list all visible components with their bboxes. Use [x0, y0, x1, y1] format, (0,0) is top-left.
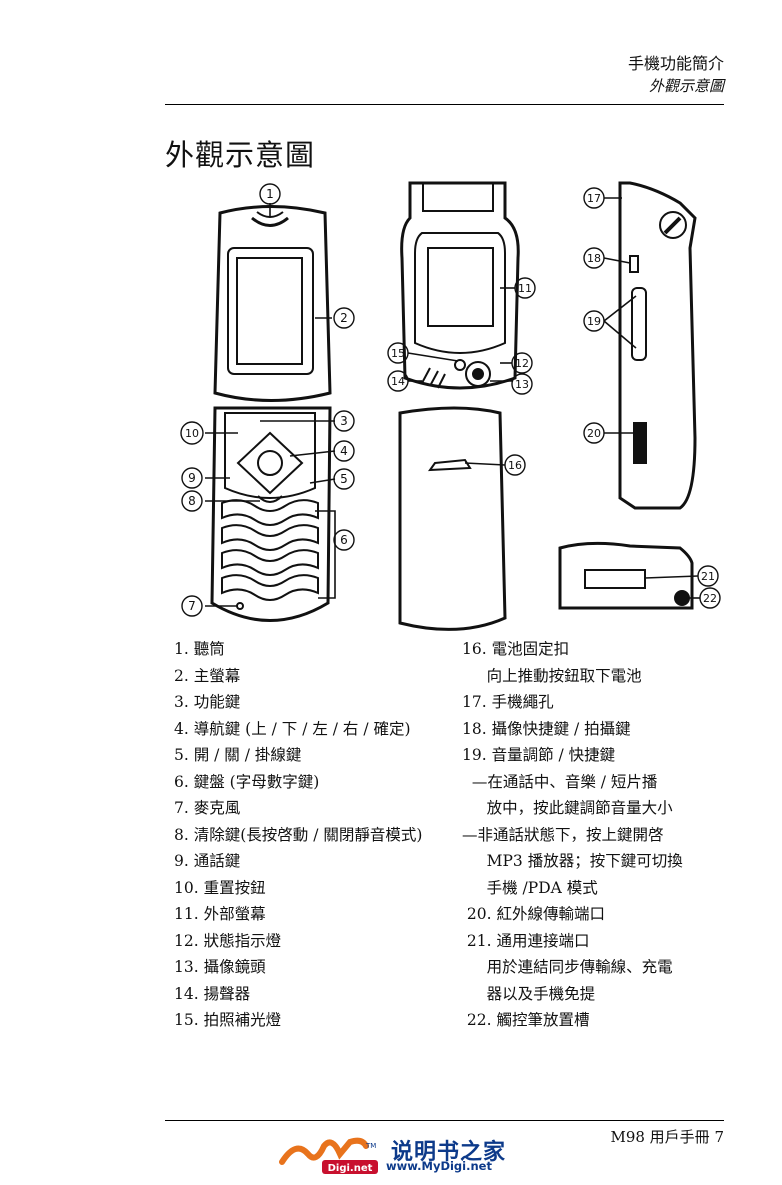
part-item: 器以及手機免提	[462, 984, 596, 1003]
header-rule	[165, 104, 724, 105]
svg-text:22: 22	[703, 592, 717, 605]
part-item: MP3 播放器；按下鍵可切換	[462, 852, 683, 870]
callout-8: 8	[181, 490, 203, 512]
phone-back-view	[398, 406, 507, 631]
part-item: 6. 鍵盤 (字母數字鍵)	[174, 772, 320, 791]
callout-13: 13	[511, 373, 533, 395]
footer-rule	[165, 1120, 724, 1121]
phone-diagram: 1 2 3 4 5 6 7 8 9 10 11 12 13 14 15 16 1…	[180, 181, 721, 631]
part-item: 8. 清除鍵(長按啓動 / 關閉靜音模式)	[174, 825, 423, 844]
part-item: 15. 拍照補光燈	[174, 1011, 282, 1029]
part-item: 20. 紅外線傳輸端口	[462, 905, 606, 923]
part-item: 向上推動按鈕取下電池	[462, 666, 642, 685]
part-item: 11. 外部螢幕	[174, 905, 266, 923]
callout-22: 22	[699, 587, 721, 609]
part-item: 21. 通用連接端口	[462, 931, 590, 950]
callout-21: 21	[697, 565, 719, 587]
mydigi-logo-icon: TM Digi.net	[279, 1137, 378, 1174]
svg-text:4: 4	[340, 444, 348, 458]
callout-5: 5	[333, 468, 355, 490]
callout-15: 15	[387, 342, 409, 364]
callout-11: 11	[514, 277, 536, 299]
svg-text:21: 21	[701, 570, 715, 583]
part-item: 17. 手機繩孔	[462, 693, 554, 711]
callout-2: 2	[333, 307, 355, 329]
callout-lines	[205, 197, 700, 607]
phone-side-view	[618, 181, 697, 510]
callout-3: 3	[333, 410, 355, 432]
part-item: 5. 開 / 關 / 掛線鍵	[174, 746, 302, 764]
part-item: 9. 通話鍵	[174, 852, 241, 870]
svg-text:19: 19	[587, 315, 601, 328]
svg-text:3: 3	[340, 414, 348, 428]
svg-text:17: 17	[587, 192, 601, 205]
callout-14: 14	[387, 370, 409, 392]
part-item: 3. 功能鍵	[174, 693, 241, 711]
svg-text:5: 5	[340, 472, 348, 486]
part-item: 手機 /PDA 模式	[462, 878, 598, 897]
part-item: 用於連結同步傳輸線、充電	[462, 958, 673, 976]
page-title: 外觀示意圖	[165, 138, 316, 172]
svg-text:11: 11	[518, 282, 532, 295]
callout-19: 19	[583, 310, 605, 332]
callout-6: 6	[333, 529, 355, 551]
header-section-title: 手機功能簡介	[627, 54, 724, 73]
header-subsection-title: 外觀示意圖	[648, 77, 724, 95]
callout-1: 1	[259, 183, 281, 205]
svg-text:14: 14	[391, 375, 405, 388]
callout-7: 7	[181, 595, 203, 617]
part-item: 14. 揚聲器	[174, 984, 251, 1003]
footer-manual-page: M98 用戶手冊 7	[610, 1128, 724, 1146]
part-item: 7. 麥克風	[174, 799, 241, 817]
part-item: 13. 攝像鏡頭	[174, 958, 266, 976]
callout-20: 20	[583, 422, 605, 444]
phone-bottom-view	[558, 541, 694, 610]
part-item: 16. 電池固定扣	[462, 640, 570, 658]
svg-text:TM: TM	[365, 1142, 376, 1150]
svg-text:12: 12	[515, 357, 529, 370]
callout-10: 10	[180, 421, 204, 445]
svg-text:18: 18	[587, 252, 601, 265]
svg-text:20: 20	[587, 427, 601, 440]
part-item: 12. 狀態指示燈	[174, 931, 282, 950]
callout-18: 18	[583, 247, 605, 269]
part-item: 4. 導航鍵 (上 / 下 / 左 / 右 / 確定)	[174, 719, 411, 738]
parts-list-left: 1. 聽筒 2. 主螢幕 3. 功能鍵 4. 導航鍵 (上 / 下 / 左 / 右 /…	[174, 636, 422, 1034]
svg-text:6: 6	[340, 533, 348, 547]
svg-text:9: 9	[188, 471, 196, 485]
part-item: 1. 聽筒	[174, 640, 225, 658]
part-item: 2. 主螢幕	[174, 666, 241, 685]
callout-9: 9	[181, 467, 203, 489]
parts-list-right: 16. 電池固定扣 向上推動按鈕取下電池 17. 手機繩孔 18. 攝像快捷鍵 / …	[462, 636, 683, 1034]
svg-text:2: 2	[340, 311, 348, 325]
part-item: —非通話狀態下，按上鍵開啓	[462, 825, 664, 844]
part-item: 放中，按此鍵調節音量大小	[462, 799, 673, 817]
svg-text:16: 16	[508, 459, 522, 472]
svg-text:7: 7	[188, 599, 196, 613]
phone-front-view	[210, 205, 332, 622]
svg-text:8: 8	[188, 494, 196, 508]
svg-text:15: 15	[391, 347, 405, 360]
part-item: 22. 觸控筆放置槽	[462, 1011, 590, 1029]
phone-closed-view	[400, 181, 520, 390]
svg-text:10: 10	[185, 427, 199, 440]
part-item: 10. 重置按鈕	[174, 878, 266, 897]
svg-text:Digi.net: Digi.net	[328, 1163, 373, 1174]
svg-text:13: 13	[515, 378, 529, 391]
callout-12: 12	[511, 352, 533, 374]
callout-4: 4	[333, 440, 355, 462]
logo-brand-text: 说明书之家	[391, 1140, 507, 1165]
svg-text:1: 1	[266, 187, 274, 201]
callout-markers: 1 2 3 4 5 6 7 8 9 10 11 12 13 14 15 16 1…	[180, 183, 721, 617]
part-item: 18. 攝像快捷鍵 / 拍攝鍵	[462, 719, 631, 738]
callout-17: 17	[583, 187, 605, 209]
part-item: —在通話中、音樂 / 短片播	[462, 772, 658, 791]
part-item: 19. 音量調節 / 快捷鍵	[462, 746, 616, 764]
logo-url-text: www.MyDigi.net	[386, 1159, 492, 1173]
site-logo: TM Digi.net 说明书之家 www.MyDigi.net	[278, 1134, 528, 1176]
callout-16: 16	[504, 454, 526, 476]
